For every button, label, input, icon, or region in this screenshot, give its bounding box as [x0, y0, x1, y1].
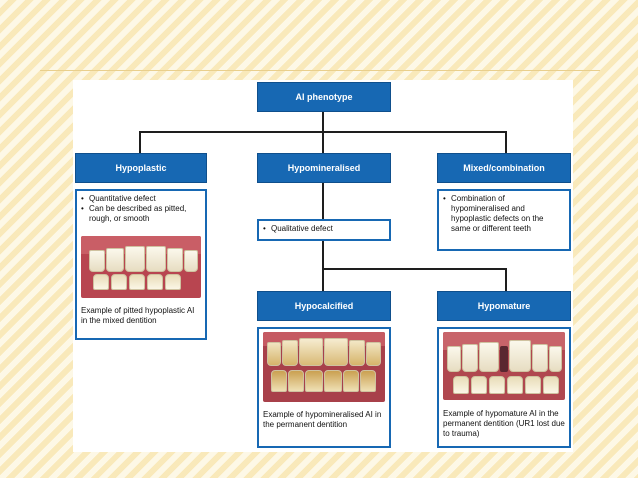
hypoplastic-dentition-photo [81, 236, 201, 298]
node-hypomineralised-label: Hypomineralised [287, 163, 361, 173]
mixed-detail-box: •Combination of hypomineralised and hypo… [437, 189, 571, 251]
hypomature-dentition-photo [443, 332, 565, 400]
hypomineralised-detail-box: •Qualitative defect [257, 219, 391, 241]
node-ai-phenotype-label: AI phenotype [295, 92, 353, 102]
hypoplastic-caption: Example of pitted hypoplastic AI in the … [81, 306, 195, 325]
connector-to-hypomature [505, 268, 507, 292]
node-ai-phenotype: AI phenotype [257, 82, 391, 112]
connector-root-down [322, 110, 324, 132]
hypomineralised-bullet-1: •Qualitative defect [263, 224, 333, 233]
node-hypoplastic: Hypoplastic [75, 153, 207, 183]
node-hypocalcified: Hypocalcified [257, 291, 391, 321]
node-hypocalcified-label: Hypocalcified [294, 301, 354, 311]
mixed-bullet-1: •Combination of hypomineralised and hypo… [443, 194, 544, 233]
hypoplastic-bullet-1: •Quantitative defect [81, 194, 156, 203]
connector-hypomin-to-defect [322, 183, 324, 219]
connector-defect-down [322, 241, 324, 269]
hypoplastic-bullet-2: •Can be described as pitted, rough, or s… [81, 204, 187, 223]
node-hypomature-label: Hypomature [477, 301, 531, 311]
connector-lower-horizontal [322, 268, 507, 270]
connector-to-hypocalcified [322, 268, 324, 292]
node-mixed-combination: Mixed/combination [437, 153, 571, 183]
node-hypomineralised: Hypomineralised [257, 153, 391, 183]
hypoplastic-detail-box: •Quantitative defect •Can be described a… [75, 189, 207, 340]
node-mixed-combination-label: Mixed/combination [463, 163, 545, 173]
diagram-panel: AI phenotype Hypoplastic •Quantitative d… [73, 80, 573, 452]
hypomature-detail-box: Example of hypomature AI in the permanen… [437, 327, 571, 448]
node-hypomature: Hypomature [437, 291, 571, 321]
hypocalcified-caption: Example of hypomineralised AI in the per… [263, 410, 382, 429]
hypomature-caption: Example of hypomature AI in the permanen… [443, 409, 565, 438]
connector-to-hypomineralised [322, 131, 324, 153]
connector-to-mixed [505, 131, 507, 153]
hypocalcified-detail-box: Example of hypomineralised AI in the per… [257, 327, 391, 448]
node-hypoplastic-label: Hypoplastic [115, 163, 167, 173]
hypocalcified-dentition-photo [263, 332, 385, 402]
connector-to-hypoplastic [139, 131, 141, 153]
slide-top-rule [40, 70, 600, 71]
